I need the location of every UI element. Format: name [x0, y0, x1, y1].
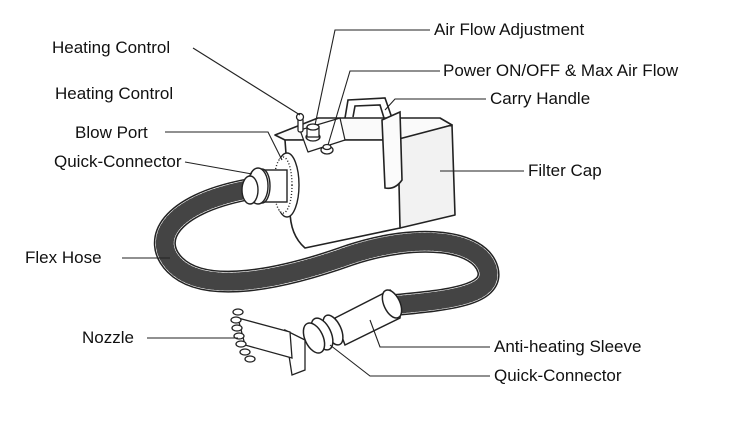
label-flex-hose: Flex Hose [25, 248, 102, 267]
label-carry-handle: Carry Handle [490, 89, 591, 108]
label-power-switch: Power ON/OFF & Max Air Flow [443, 61, 679, 80]
control-knobs [295, 112, 334, 155]
label-anti-heating-sleeve: Anti-heating Sleeve [494, 337, 642, 356]
label-filter-cap: Filter Cap [528, 161, 602, 180]
nozzle [230, 308, 306, 376]
label-quick-connector-top: Quick-Connector [54, 152, 182, 171]
label-nozzle: Nozzle [82, 328, 134, 347]
label-blow-port: Blow Port [75, 123, 148, 142]
label-air-flow-adjustment: Air Flow Adjustment [434, 20, 585, 39]
blower-body [274, 117, 456, 249]
blow-port [241, 152, 300, 218]
label-quick-connector-bottom: Quick-Connector [494, 366, 622, 385]
carry-handle [344, 97, 403, 190]
anti-heating-sleeve [302, 289, 403, 354]
label-heating-control-2: Heating Control [55, 84, 174, 103]
flex-hose [153, 179, 500, 316]
label-heating-control-1: Heating Control [52, 38, 171, 57]
leader-lines [122, 29, 524, 377]
